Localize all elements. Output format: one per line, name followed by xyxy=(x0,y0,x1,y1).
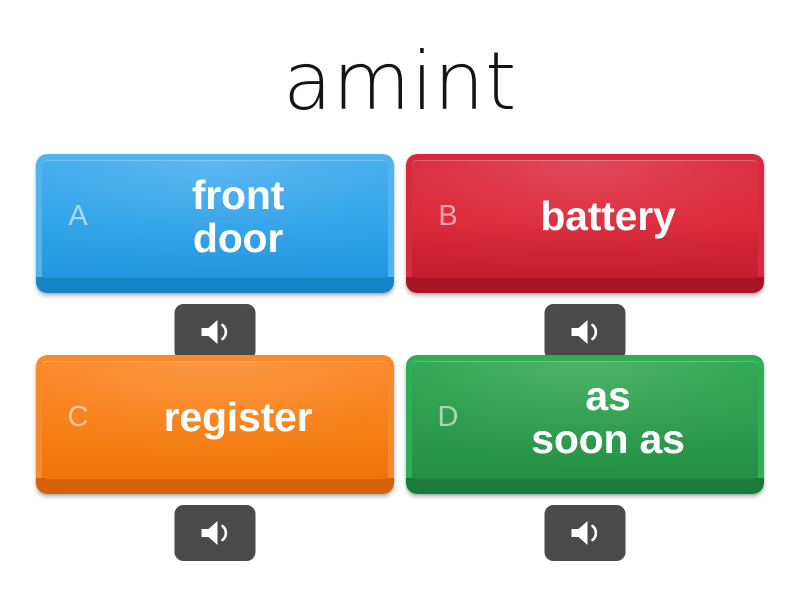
answer-card-d[interactable]: D as soon as xyxy=(406,355,764,494)
answer-text: front door xyxy=(191,171,285,261)
card-face xyxy=(412,361,758,480)
card-bottom-lip xyxy=(406,478,764,494)
answer-letter-badge: D xyxy=(437,401,459,433)
answer-text: as soon as xyxy=(531,372,685,462)
card-face xyxy=(42,361,388,480)
card-content: C register xyxy=(36,355,394,494)
speaker-icon xyxy=(568,317,602,347)
card-bottom-lip xyxy=(36,478,394,494)
answer-text: register xyxy=(163,394,313,441)
answer-letter-badge: A xyxy=(68,200,88,232)
card-bottom-lip xyxy=(406,277,764,293)
answer-option-c: C register xyxy=(36,355,394,561)
answer-option-b: B battery xyxy=(406,154,764,360)
answer-card-c[interactable]: C register xyxy=(36,355,394,494)
audio-play-button-d[interactable] xyxy=(544,505,626,561)
speaker-icon xyxy=(568,518,602,548)
card-content: D as soon as xyxy=(406,355,764,494)
card-bottom-lip xyxy=(36,277,394,293)
answer-letter-badge: B xyxy=(438,200,458,232)
card-face xyxy=(42,160,388,279)
speaker-icon xyxy=(198,518,232,548)
answer-letter-badge: C xyxy=(67,401,89,433)
audio-play-button-c[interactable] xyxy=(174,505,256,561)
audio-play-button-b[interactable] xyxy=(544,304,626,360)
audio-play-button-a[interactable] xyxy=(174,304,256,360)
answer-grid: A front door B battery xyxy=(36,154,764,561)
card-content: B battery xyxy=(406,154,764,293)
card-face xyxy=(412,160,758,279)
answer-option-d: D as soon as xyxy=(406,355,764,561)
answer-text: battery xyxy=(540,193,676,240)
card-content: A front door xyxy=(36,154,394,293)
speaker-icon xyxy=(198,317,232,347)
answer-card-a[interactable]: A front door xyxy=(36,154,394,293)
answer-card-b[interactable]: B battery xyxy=(406,154,764,293)
page-title: amint xyxy=(283,35,517,128)
answer-option-a: A front door xyxy=(36,154,394,360)
